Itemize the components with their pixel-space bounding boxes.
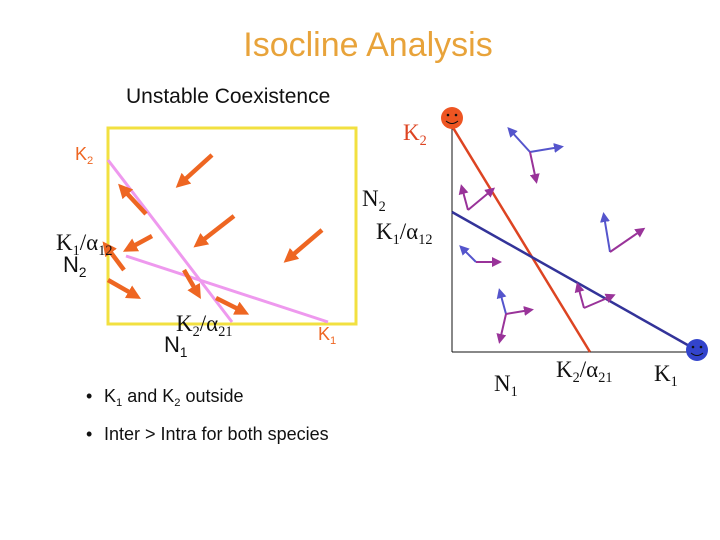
trajectory-arrow [283,228,324,263]
left-n1-isocline [106,159,234,323]
trajectory-arrow [214,295,250,315]
right-n1-label: N1 [494,371,518,400]
right-k1-label: K1 [654,361,678,390]
right-vector-arrows [458,127,646,344]
left-phase-plane [102,126,358,326]
vector-pair [600,212,646,253]
vector-pair [496,288,534,344]
right-n1-isocline [450,125,592,353]
left-trajectory-arrows [102,153,324,315]
trajectory-arrow [118,183,148,216]
left-n1-label: N1 [164,332,188,360]
bullet-item: •K1 and K2 outside [86,386,244,409]
trajectory-arrow [182,268,201,299]
right-k2-over-alpha21-label: K2/α21 [556,357,613,386]
right-n2-isocline [451,210,701,354]
vector-pair [459,245,502,267]
page-title: Isocline Analysis [243,26,493,64]
left-phase-box [106,126,358,326]
vector-pair [574,282,616,309]
right-n2-label: N2 [362,186,386,215]
left-k1-axis-label: K1 [318,324,337,347]
left-k1-over-alpha12-label: K1/α12 [56,230,113,259]
trajectory-arrow [106,278,142,299]
trajectory-arrow [175,153,214,188]
trajectory-arrow [193,214,236,248]
subtitle: Unstable Coexistence [126,85,331,108]
left-k2-over-alpha21-label: K2/α21 [176,311,233,340]
left-k2-axis-label: K2 [75,144,94,167]
trajectory-arrow [122,234,154,252]
bullet-list: •K1 and K2 outside •Inter > Intra for bo… [86,386,329,462]
bullet-item: •Inter > Intra for both species [86,424,329,444]
bullet-dot-icon: • [86,424,93,444]
smiley-face-icon [686,339,708,361]
right-phase-plane [441,107,708,361]
left-n2-label: N2 [63,252,87,280]
vector-pair [507,127,564,184]
bullet-dot-icon: • [86,386,93,406]
vector-pair [458,184,496,211]
trajectory-arrow [102,241,126,272]
right-k1-over-alpha12-label: K1/α12 [376,219,433,248]
right-k2-label: K2 [403,120,427,149]
left-n2-isocline [125,254,329,324]
smiley-face-icon [441,107,463,129]
